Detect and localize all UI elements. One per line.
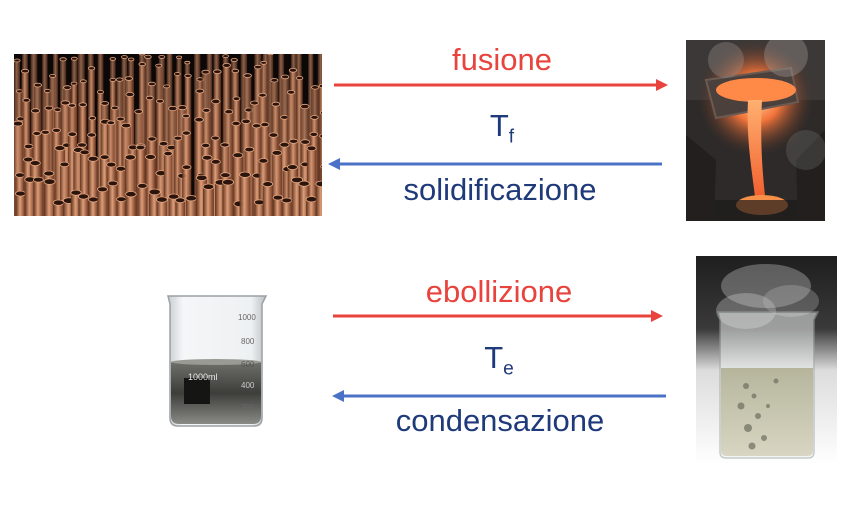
scale-tick-label: 200 (241, 403, 255, 412)
molten-metal-image (686, 40, 825, 221)
scale-tick-label: 800 (241, 337, 255, 346)
scale-tick-label: 600 (241, 360, 255, 369)
condensation-arrow (332, 390, 666, 402)
condensation-label: condensazione (395, 403, 605, 438)
scale-tick-label: 400 (241, 381, 255, 390)
copper-tubes-image (14, 54, 322, 216)
temp-symbol: T (489, 108, 509, 143)
boiling-label: ebollizione (425, 274, 573, 309)
temp-subscript: e (503, 358, 514, 380)
melting-temperature-label: Tf (334, 108, 670, 149)
boiling-temperature-label: Te (333, 340, 665, 381)
scale-tick-label: 1000 (238, 313, 256, 322)
fusion-arrow (334, 79, 668, 91)
temp-subscript: f (508, 126, 515, 148)
fusion-label: fusione (452, 42, 552, 77)
beaker-volume-label: 1000ml (188, 372, 218, 382)
temp-symbol: T (484, 340, 504, 375)
solidification-label: solidificazione (403, 172, 597, 207)
boiling-water-image (696, 256, 837, 464)
solidification-arrow (328, 158, 662, 170)
boiling-arrow (333, 310, 663, 322)
beaker-liquid-image (167, 295, 268, 427)
